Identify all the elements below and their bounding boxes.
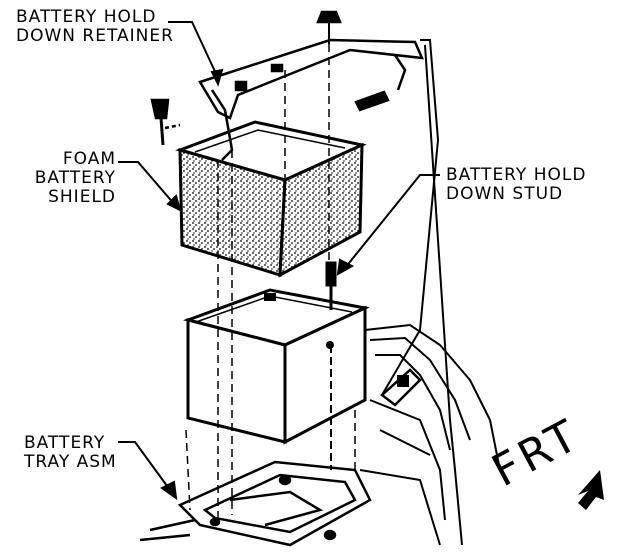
battery-tray xyxy=(139,460,372,547)
assembly-guide-lines xyxy=(185,44,356,520)
label-battery-hold-down-retainer: BATTERY HOLD DOWN RETAINER xyxy=(16,7,174,46)
foam-battery-shield xyxy=(175,120,367,278)
hold-down-stud xyxy=(325,261,337,470)
leader-arrows xyxy=(118,21,440,501)
label-foam-battery-shield: FOAM BATTERY SHIELD xyxy=(34,149,116,207)
label-battery-tray-asm: BATTERY TRAY ASM xyxy=(24,433,117,472)
label-battery-hold-down-stud: BATTERY HOLD DOWN STUD xyxy=(446,165,587,204)
battery-body xyxy=(182,288,370,445)
vehicle-body xyxy=(359,39,501,546)
front-direction-arrow-icon xyxy=(578,470,604,510)
hold-down-retainer xyxy=(150,10,425,161)
